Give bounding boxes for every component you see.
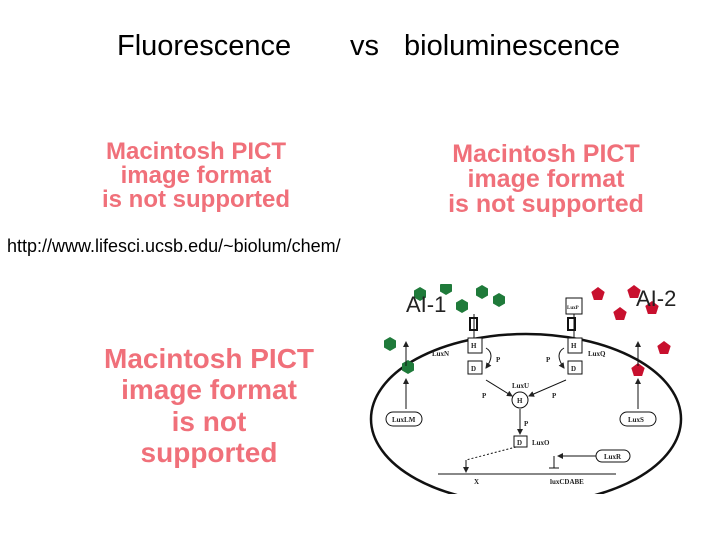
luxn-receptor: H D LuxN P (432, 317, 501, 375)
luxs-box: LuxS (619, 378, 657, 427)
ai1-label: AI-1 (406, 292, 447, 317)
ai2-molecule (591, 287, 605, 300)
svg-text:LuxU: LuxU (512, 382, 529, 390)
ai2-molecule (657, 341, 671, 354)
ai2-label: AI-2 (636, 286, 677, 311)
cell-membrane (369, 332, 683, 494)
svg-text:P: P (496, 356, 501, 364)
title-bioluminescence: bioluminescence (404, 30, 621, 62)
ai2-molecule (645, 301, 659, 314)
svg-text:LuxN: LuxN (432, 350, 449, 358)
luxr-operon: LuxR X luxCDABE (438, 446, 631, 486)
placeholder-line-1: Macintosh PICT (104, 343, 315, 374)
svg-text:LuxP: LuxP (567, 306, 579, 311)
export-arrows (403, 314, 641, 366)
svg-text:LuxQ: LuxQ (588, 350, 606, 358)
svg-text:luxCDABE: luxCDABE (550, 478, 584, 486)
placeholder-line-1: Macintosh PICT (452, 140, 640, 168)
svg-text:P: P (546, 356, 551, 364)
svg-text:H: H (571, 342, 577, 350)
ai1-molecules (384, 284, 505, 374)
placeholder-line-3: is not supported (140, 405, 278, 469)
svg-text:D: D (471, 365, 476, 373)
ai1-molecule (440, 284, 452, 295)
ai1-molecule (456, 299, 468, 313)
svg-text:X: X (474, 478, 479, 486)
source-url[interactable]: http://www.lifesci.ucsb.edu/~biolum/chem… (7, 236, 341, 256)
luxq-receptor: LuxP H D LuxQ P (546, 297, 606, 375)
svg-text:D: D (571, 365, 576, 373)
svg-text:LuxR: LuxR (604, 453, 622, 461)
svg-text:LuxLM: LuxLM (392, 416, 416, 424)
svg-text:P: P (524, 420, 529, 428)
placeholder-line-3: is not supported (102, 186, 290, 213)
placeholder-line-2: image format (120, 162, 272, 189)
ai1-molecule (493, 293, 505, 307)
placeholder-line-1: Macintosh PICT (105, 138, 286, 165)
svg-text:LuxO: LuxO (532, 439, 550, 447)
title-fluorescence: Fluorescence (117, 30, 292, 62)
ai2-molecules (591, 285, 671, 376)
ai2-molecule (613, 307, 627, 320)
ai1-molecule (476, 285, 488, 299)
placeholder-line-2: image format (121, 374, 297, 406)
placeholder-line-2: image format (467, 165, 625, 193)
unsupported-image-placeholder-2: Macintosh PICT image format is not suppo… (402, 142, 690, 217)
luxo-node: P D LuxO (513, 409, 550, 448)
svg-text:H: H (517, 397, 523, 405)
diagram-svg: H D LuxN P LuxP H D LuxQ P LuxU H P P P … (369, 284, 683, 494)
ai1-molecule (402, 360, 414, 374)
luxlm-box: LuxLM (385, 378, 423, 427)
ai2-molecule (631, 363, 645, 376)
svg-text:P: P (482, 392, 487, 400)
unsupported-image-placeholder-1: Macintosh PICT image format is not suppo… (37, 140, 355, 212)
svg-text:H: H (471, 342, 477, 350)
ai2-molecule (627, 285, 641, 298)
svg-text:P: P (552, 392, 557, 400)
title-vs: vs (350, 30, 379, 62)
placeholder-line-3: is not supported (448, 190, 644, 218)
svg-text:LuxS: LuxS (628, 416, 644, 424)
ai1-molecule (414, 287, 426, 301)
unsupported-image-placeholder-3: Macintosh PICT image format is not suppo… (104, 343, 314, 468)
ai1-molecule (384, 337, 396, 351)
luxu-node: LuxU H P P (482, 379, 567, 409)
svg-text:D: D (517, 439, 522, 447)
